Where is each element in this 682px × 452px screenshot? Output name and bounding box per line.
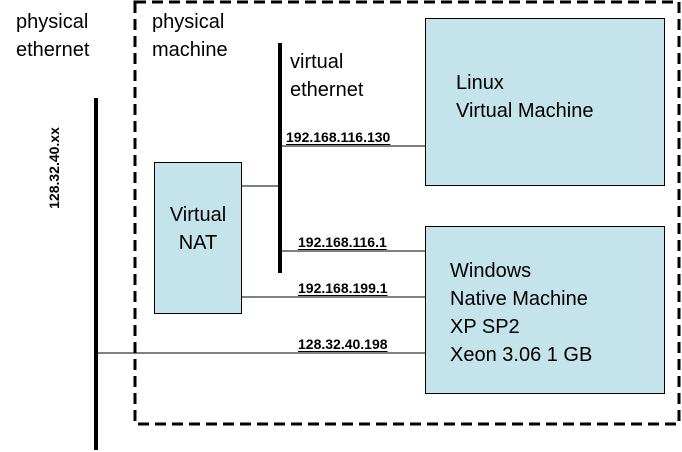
virtual-ethernet-label: virtual ethernet (290, 51, 364, 101)
virtual-nat-label: Virtual NAT (169, 204, 227, 254)
linux-vm-ip: 192.168.116.130 (286, 129, 391, 145)
physical-machine-boundary (133, 0, 681, 426)
linux-vm-box: Linux Virtual Machine (425, 18, 665, 186)
windows-host-label: Windows Native Machine XP SP2 Xeon 3.06 … (450, 260, 593, 366)
host-physical-ip: 128.32.40.198 (298, 336, 388, 352)
physical-machine-label: physical machine (152, 11, 228, 61)
host-vmnet1-ip: 192.168.199.1 (298, 280, 388, 296)
linux-vm-label: Linux Virtual Machine (456, 72, 594, 122)
virtual-nat-box: Virtual NAT (154, 162, 242, 314)
windows-host-box: Windows Native Machine XP SP2 Xeon 3.06 … (425, 226, 665, 394)
physical-ethernet-label: physical ethernet (16, 11, 90, 61)
host-vmnet8-ip: 192.168.116.1 (298, 234, 387, 250)
physical-network-address: 128.32.40.xx (46, 127, 62, 209)
